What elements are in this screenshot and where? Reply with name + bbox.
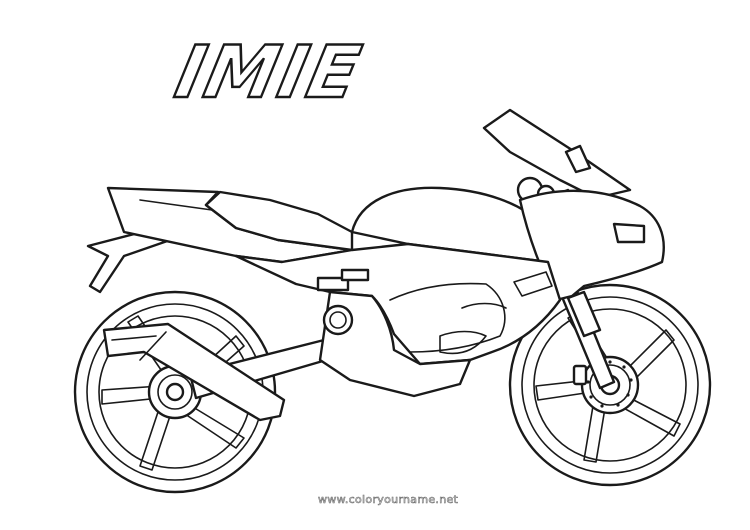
engine-cover [322,304,354,336]
side-vent-2 [340,268,370,282]
windscreen [482,108,632,200]
watermark: www.coloryourname.net [318,493,459,507]
tail-and-seat [86,186,354,294]
side-fairing [234,242,562,366]
side-vent-1 [316,276,350,292]
belly-pan [318,290,472,398]
mirror [564,144,592,174]
exhaust [102,322,286,422]
headlight [612,222,646,244]
brake-caliper [572,364,588,386]
